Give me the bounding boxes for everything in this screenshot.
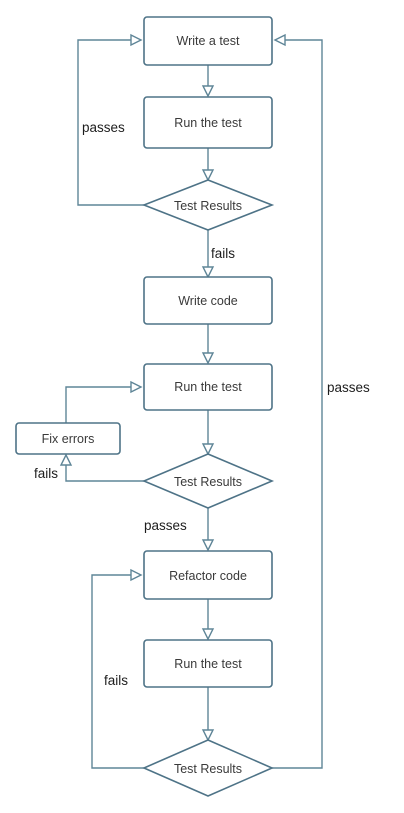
edge-results-passes-loop-write-test [272,39,323,769]
edge-fix-errors-to-run-test [65,386,134,423]
arrowhead [130,568,143,582]
arrowhead [59,453,73,466]
edge-results-passes-loop [77,39,144,206]
arrowhead [201,729,215,742]
node-fix-errors: Fix errors [15,422,121,455]
node-refactor-code-label: Refactor code [169,569,247,583]
node-results-1-label: Test Results [174,199,242,213]
node-run-test-1-label: Run the test [174,116,242,130]
edge-label-fails-1: fails [211,246,235,261]
node-results-3-label: Test Results [174,762,242,776]
arrowhead [130,380,143,394]
node-write-code: Write code [143,276,273,325]
node-write-test: Write a test [143,16,273,66]
arrowhead [201,539,215,552]
arrowhead [201,169,215,182]
edge-label-passes-1: passes [82,120,125,135]
edge-label-fails-3: fails [104,673,128,688]
node-results-2-label: Test Results [174,475,242,489]
node-run-test-2: Run the test [143,363,273,411]
edge-results-fails-loop-refactor [91,574,144,769]
arrowhead [201,443,215,456]
node-run-test-3: Run the test [143,639,273,688]
node-results-3: Test Results [142,739,274,797]
node-fix-errors-label: Fix errors [42,432,95,446]
arrowhead [201,266,215,279]
arrowhead [201,352,215,365]
edge-results-fails-to-fix-errors [65,462,144,482]
arrowhead [201,628,215,641]
node-run-test-1: Run the test [143,96,273,149]
arrowhead [273,33,286,47]
node-refactor-code: Refactor code [143,550,273,600]
node-write-code-label: Write code [178,294,238,308]
node-write-test-label: Write a test [177,34,241,48]
node-run-test-2-label: Run the test [174,380,242,394]
arrowhead [130,33,143,47]
edge-label-fails-2: fails [34,466,58,481]
node-results-1: Test Results [141,179,275,231]
arrowhead [201,85,215,98]
edge-label-passes-3: passes [327,380,370,395]
node-run-test-3-label: Run the test [174,657,242,671]
node-results-2: Test Results [141,453,275,509]
edge-label-passes-2: passes [144,518,187,533]
